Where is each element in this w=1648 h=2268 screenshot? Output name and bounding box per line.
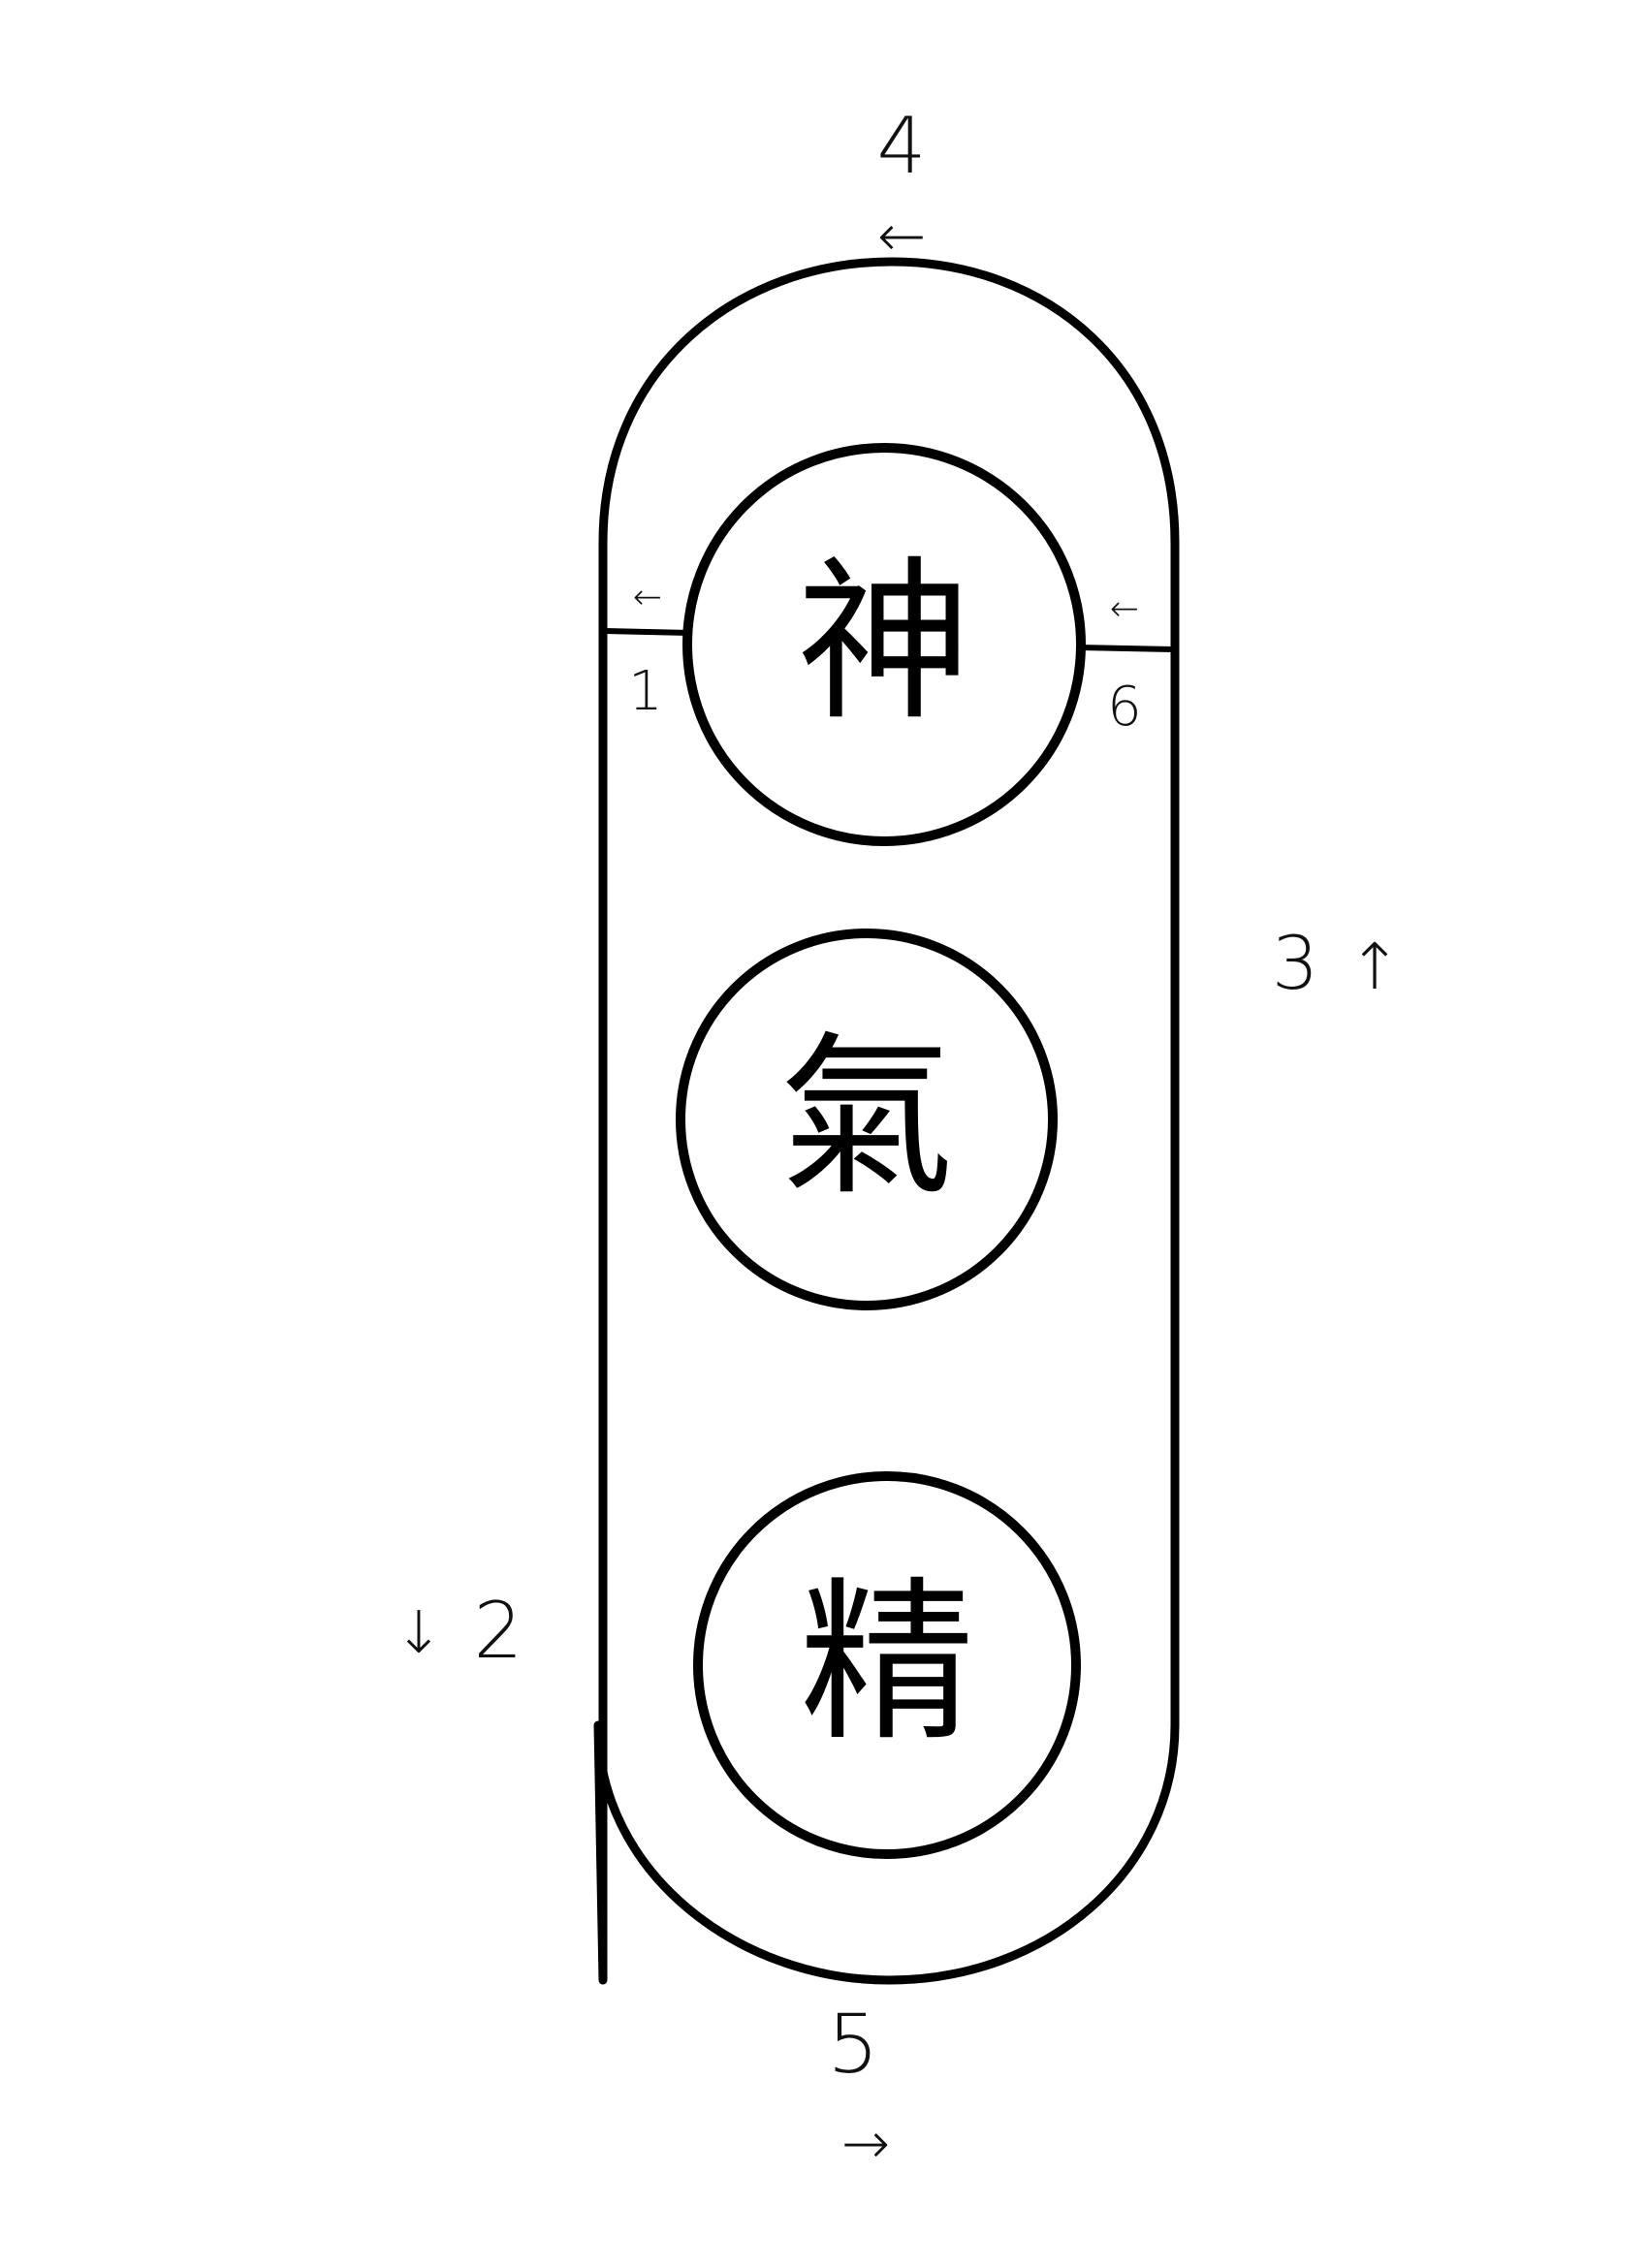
arrow-left-4: ←: [877, 203, 926, 270]
arrow-up-3: ↑: [1347, 929, 1401, 1004]
connector-right: [1077, 645, 1174, 652]
step-label-2: 2: [474, 1586, 523, 1676]
arrow-left-6: ←: [1110, 589, 1139, 629]
step-label-5: 5: [827, 1997, 878, 2092]
circle-label-shen: 神: [797, 542, 971, 744]
arrow-right-5: →: [841, 2110, 890, 2178]
step-label-6: 6: [1107, 676, 1142, 739]
circle-jing: 精: [693, 1471, 1081, 1859]
step-label-4: 4: [877, 101, 927, 191]
arrow-down-2: ↓: [395, 1599, 443, 1667]
circle-label-qi: 氣: [779, 1017, 954, 1219]
outer-track: [593, 257, 1180, 1985]
arrow-left-1: ←: [633, 578, 662, 617]
connector-left: [604, 628, 691, 636]
circle-label-jing: 精: [800, 1562, 974, 1765]
step-label-3: 3: [1272, 920, 1318, 1006]
circle-shen: 神: [682, 443, 1086, 846]
step-label-1: 1: [628, 660, 663, 723]
circle-qi: 氣: [676, 929, 1058, 1310]
